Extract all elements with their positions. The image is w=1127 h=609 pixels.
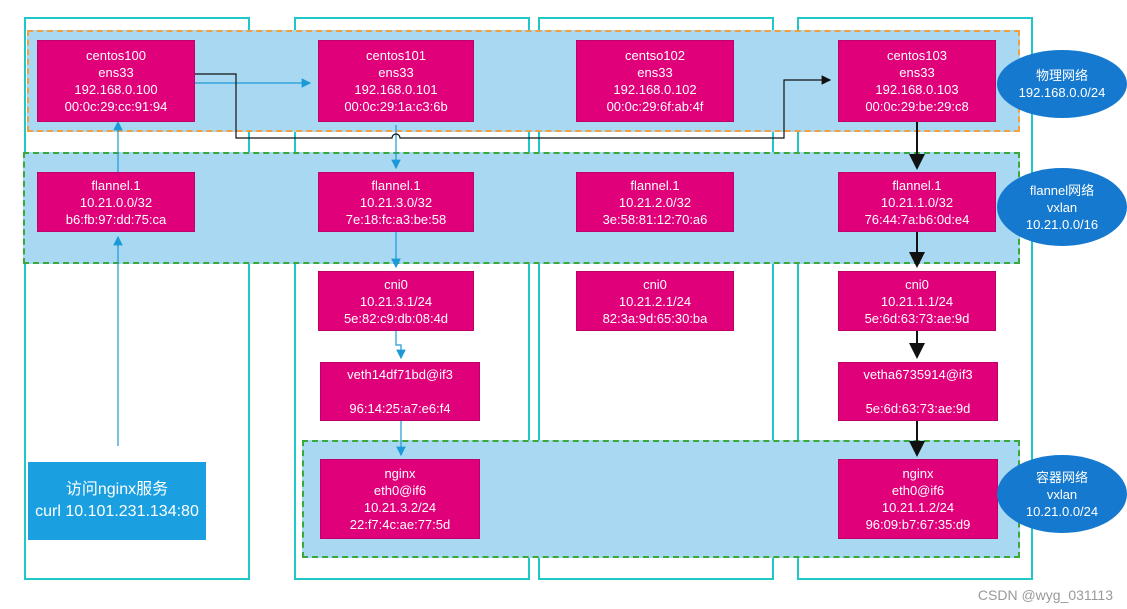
host-mac: 00:0c:29:be:29:c8 bbox=[865, 99, 969, 114]
host-column-centos103 bbox=[797, 17, 1033, 580]
cni-node-centos101: cni0 10.21.3.1/24 5e:82:c9:db:08:4d bbox=[318, 271, 474, 331]
physical-network-name: 物理网络 bbox=[1035, 68, 1088, 83]
flannel-ip: 10.21.0.0/32 bbox=[79, 194, 153, 210]
pod-mac: 22:f7:4c:ae:77:5d bbox=[349, 517, 451, 532]
host-iface: ens33 bbox=[378, 65, 414, 80]
host-mac: 00:0c:29:6f:ab:4f bbox=[606, 99, 704, 114]
flannel-node-centos103: flannel.1 10.21.1.0/32 76:44:7a:b6:0d:e4 bbox=[838, 172, 996, 232]
access-title: 访问nginx服务 bbox=[65, 481, 169, 498]
flannel-network-type: vxlan bbox=[1046, 199, 1078, 215]
veth-mac: 5e:6d:63:73:ae:9d bbox=[865, 401, 971, 416]
pod-mac: 96:09:b7:67:35:d9 bbox=[865, 517, 971, 532]
cni-ip: 10.21.2.1/24 bbox=[618, 293, 692, 309]
host-iface: ens33 bbox=[899, 65, 935, 80]
flannel-network-name: flannel网络 bbox=[1029, 182, 1095, 198]
host-ip: 192.168.0.101 bbox=[354, 82, 438, 97]
pod-ip: 10.21.3.2/24 bbox=[363, 500, 437, 515]
veth-node-centos101: veth14df71bd@if3 96:14:25:a7:e6:f4 bbox=[320, 362, 480, 421]
flannel-ip: 10.21.2.0/32 bbox=[618, 194, 692, 210]
cni-mac: 5e:6d:63:73:ae:9d bbox=[864, 310, 970, 326]
pod-node-centos103: nginx eth0@if6 10.21.1.2/24 96:09:b7:67:… bbox=[838, 459, 998, 539]
cni-mac: 5e:82:c9:db:08:4d bbox=[343, 310, 449, 326]
host-name: centos101 bbox=[366, 48, 426, 63]
access-command: curl 10.101.231.134:80 bbox=[35, 503, 199, 520]
container-network-name: 容器网络 bbox=[1035, 469, 1088, 485]
flannel-ip: 10.21.3.0/32 bbox=[359, 194, 433, 210]
host-column-centos102 bbox=[538, 17, 774, 580]
container-network-label: 容器网络 vxlan 10.21.0.0/24 bbox=[997, 455, 1127, 533]
container-network-type: vxlan bbox=[1046, 486, 1078, 502]
flannel-network-cidr: 10.21.0.0/16 bbox=[1025, 216, 1099, 232]
flannel-node-centos101: flannel.1 10.21.3.0/32 7e:18:fc:a3:be:58 bbox=[318, 172, 474, 232]
flannel-ip: 10.21.1.0/32 bbox=[880, 194, 954, 210]
pod-name: nginx bbox=[384, 466, 416, 481]
flannel-mac: b6:fb:97:dd:75:ca bbox=[65, 211, 167, 227]
host-iface: ens33 bbox=[637, 65, 673, 80]
host-ip: 192.168.0.102 bbox=[613, 82, 697, 97]
watermark: CSDN @wyg_031113 bbox=[977, 587, 1113, 603]
flannel-name: flannel.1 bbox=[371, 177, 421, 193]
pod-name: nginx bbox=[902, 466, 934, 481]
cni-ip: 10.21.3.1/24 bbox=[359, 293, 433, 309]
cni-name: cni0 bbox=[643, 276, 667, 292]
pod-iface: eth0@if6 bbox=[891, 483, 945, 498]
flannel-network-label: flannel网络 vxlan 10.21.0.0/16 bbox=[997, 168, 1127, 246]
cni-mac: 82:3a:9d:65:30:ba bbox=[602, 310, 708, 326]
pod-node-centos101: nginx eth0@if6 10.21.3.2/24 22:f7:4c:ae:… bbox=[320, 459, 480, 539]
flannel-node-centos100: flannel.1 10.21.0.0/32 b6:fb:97:dd:75:ca bbox=[37, 172, 195, 232]
host-name: centos103 bbox=[887, 48, 947, 63]
access-nginx-box: 访问nginx服务 curl 10.101.231.134:80 bbox=[28, 462, 206, 540]
host-node-centos100: centos100 ens33 192.168.0.100 00:0c:29:c… bbox=[37, 40, 195, 122]
host-column-centos100 bbox=[24, 17, 250, 580]
host-name: centso102 bbox=[625, 48, 685, 63]
host-ip: 192.168.0.100 bbox=[74, 82, 158, 97]
veth-mac: 96:14:25:a7:e6:f4 bbox=[349, 401, 451, 416]
host-node-centos102: centso102 ens33 192.168.0.102 00:0c:29:6… bbox=[576, 40, 734, 122]
flannel-name: flannel.1 bbox=[630, 177, 680, 193]
cni-ip: 10.21.1.1/24 bbox=[880, 293, 954, 309]
veth-node-centos103: vetha6735914@if3 5e:6d:63:73:ae:9d bbox=[838, 362, 998, 421]
cni-name: cni0 bbox=[384, 276, 408, 292]
host-name: centos100 bbox=[86, 48, 146, 63]
veth-name: veth14df71bd@if3 bbox=[347, 367, 453, 382]
flannel-name: flannel.1 bbox=[91, 177, 141, 193]
host-ip: 192.168.0.103 bbox=[875, 82, 959, 97]
host-node-centos103: centos103 ens33 192.168.0.103 00:0c:29:b… bbox=[838, 40, 996, 122]
cni-node-centos102: cni0 10.21.2.1/24 82:3a:9d:65:30:ba bbox=[576, 271, 734, 331]
host-node-centos101: centos101 ens33 192.168.0.101 00:0c:29:1… bbox=[318, 40, 474, 122]
cni-node-centos103: cni0 10.21.1.1/24 5e:6d:63:73:ae:9d bbox=[838, 271, 996, 331]
host-mac: 00:0c:29:1a:c3:6b bbox=[344, 99, 448, 114]
host-mac: 00:0c:29:cc:91:94 bbox=[64, 99, 168, 114]
host-column-centos101 bbox=[294, 17, 530, 580]
flannel-mac: 76:44:7a:b6:0d:e4 bbox=[864, 211, 970, 227]
veth-name: vetha6735914@if3 bbox=[863, 367, 973, 382]
container-network-cidr: 10.21.0.0/24 bbox=[1025, 503, 1099, 519]
pod-iface: eth0@if6 bbox=[373, 483, 427, 498]
flannel-mac: 7e:18:fc:a3:be:58 bbox=[345, 211, 447, 227]
host-iface: ens33 bbox=[98, 65, 134, 80]
pod-ip: 10.21.1.2/24 bbox=[881, 500, 955, 515]
physical-network-cidr: 192.168.0.0/24 bbox=[1018, 85, 1106, 100]
physical-network-label: 物理网络 192.168.0.0/24 bbox=[997, 50, 1127, 118]
flannel-mac: 3e:58:81:12:70:a6 bbox=[602, 211, 708, 227]
flannel-node-centos102: flannel.1 10.21.2.0/32 3e:58:81:12:70:a6 bbox=[576, 172, 734, 232]
cni-name: cni0 bbox=[905, 276, 929, 292]
flannel-name: flannel.1 bbox=[892, 177, 942, 193]
